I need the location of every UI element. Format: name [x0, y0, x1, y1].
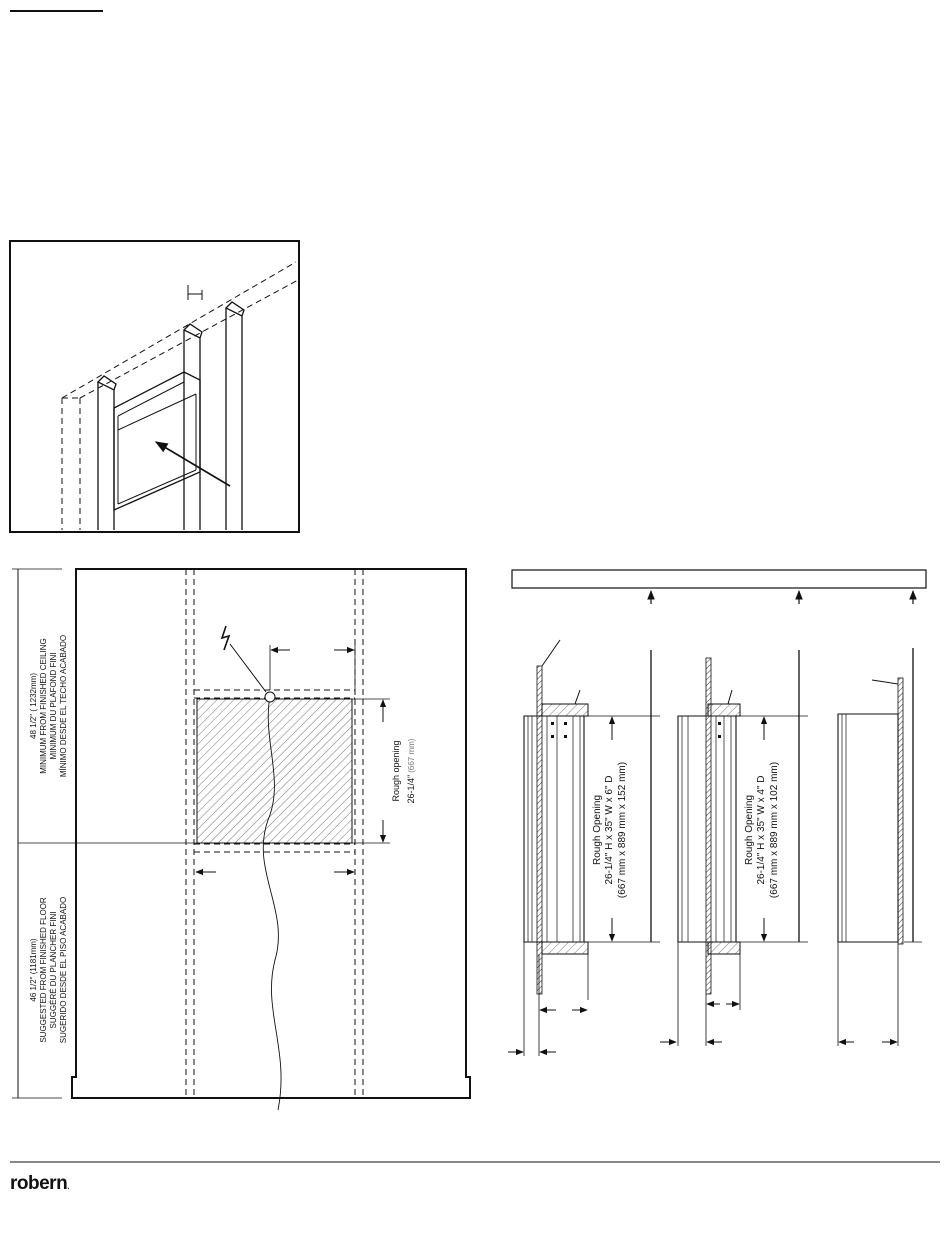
isometric-framing-sketch — [9, 240, 300, 533]
section-6in-metric: (667 mm x 889 mm x 152 mm) — [617, 762, 628, 898]
section-6in-deep — [508, 639, 677, 1056]
rough-opening-height-value: 26-1/4"(667 mm) — [406, 738, 416, 803]
ceiling-bar — [511, 569, 927, 589]
floor-label-en: SUGGESTED FROM FINISHED FLOOR — [39, 897, 48, 1043]
section-6in-dims: 26-1/4" H x 35" W x 6" D — [604, 775, 615, 884]
section-4in-deep — [677, 650, 808, 1046]
section-6in-title: Rough Opening — [592, 795, 603, 865]
ceiling-label-en: MINIMUM FROM FINISHED CEILING — [39, 638, 48, 774]
floor-label-es: SUGERIDO DESDE EL PISO ACABADO — [59, 897, 68, 1043]
floor-measure: 46 1/2" (1181mm) — [29, 938, 38, 1002]
section-surface-mount — [837, 648, 922, 1046]
robern-logo: robern. — [10, 1173, 69, 1194]
rough-opening-height-label: Rough opening — [391, 740, 401, 801]
front-elevation — [12, 568, 471, 1111]
section-4in-metric: (667 mm x 889 mm x 102 mm) — [769, 762, 780, 898]
ceiling-label-fr: MINIMUM DU PLAFOND FINI — [49, 652, 58, 759]
section-4in-title: Rough Opening — [744, 795, 755, 865]
section-4in-dims: 26-1/4" H x 35" W x 4" D — [756, 775, 767, 884]
ceiling-label-es: MÍNIMO DESDE EL TECHO ACABADO — [59, 635, 68, 777]
ceiling-measure: 48 1/2" ( 1232mm) — [29, 673, 38, 739]
floor-label-fr: SUGGÉRÉ DU PLANCHER FINI — [49, 912, 58, 1029]
